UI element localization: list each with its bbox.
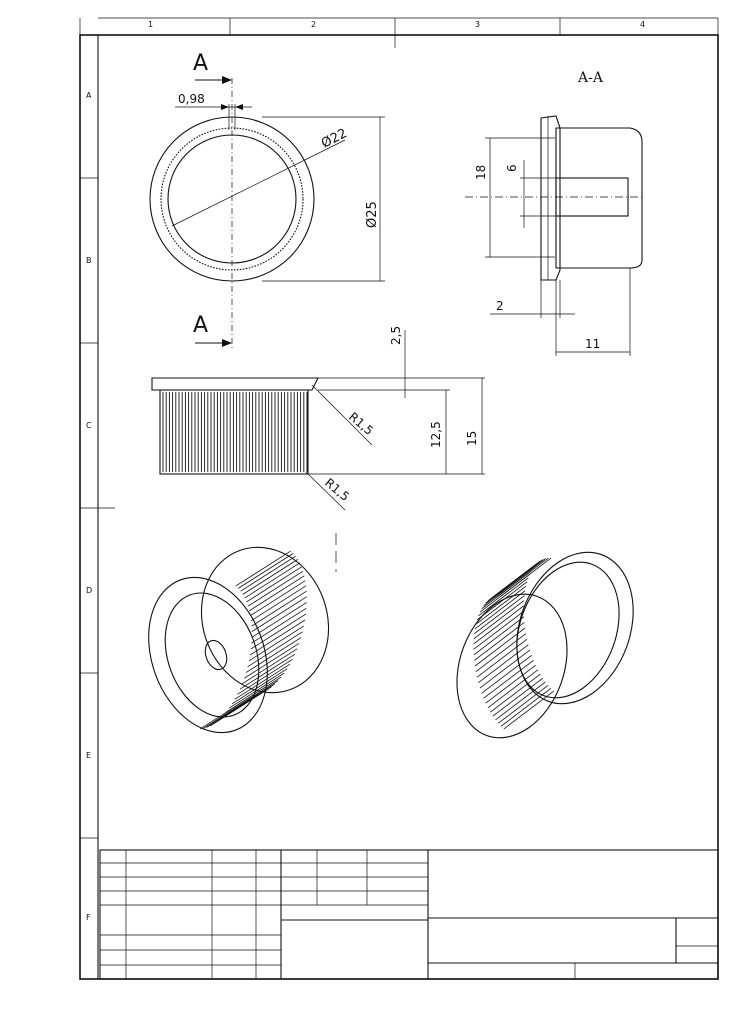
dim-radius-bottom: R1,5 bbox=[322, 476, 352, 504]
knurl-line bbox=[240, 555, 296, 592]
knurl-line bbox=[487, 562, 539, 602]
title-block bbox=[99, 849, 719, 980]
dim-total-length: 15 bbox=[465, 431, 479, 446]
zone-row-e: E bbox=[86, 751, 91, 760]
isometric-view-right bbox=[456, 551, 634, 739]
knurl-line bbox=[473, 605, 524, 645]
zone-row-a: A bbox=[86, 91, 92, 100]
zone-row-c: C bbox=[86, 421, 92, 430]
zone-row-b: B bbox=[86, 256, 92, 265]
column-zone-labels: 1 2 3 4 bbox=[148, 20, 645, 29]
section-title: A-A bbox=[577, 70, 604, 86]
knurl-line bbox=[476, 581, 528, 621]
knurl-line bbox=[487, 669, 539, 709]
knurl-line bbox=[476, 638, 528, 678]
zone-col-2: 2 bbox=[311, 20, 316, 29]
knurl-line bbox=[473, 611, 524, 650]
knurl-line bbox=[473, 600, 525, 640]
dim-inner-diameter: Ø22 bbox=[319, 126, 350, 152]
dim-section-height: 18 bbox=[474, 165, 488, 180]
knurl-line bbox=[251, 607, 307, 644]
dim-knurl-length: 12,5 bbox=[429, 421, 443, 448]
section-mark-bottom: A bbox=[193, 313, 208, 338]
knurl-line bbox=[244, 562, 300, 599]
section-mark-top: A bbox=[193, 51, 208, 76]
knurl-line bbox=[485, 664, 536, 704]
knurl-line bbox=[247, 570, 304, 607]
knurl-line bbox=[474, 627, 526, 667]
row-zone-labels: A B C D E F bbox=[86, 91, 92, 922]
knurl-line bbox=[250, 613, 307, 650]
dim-slot-width: 0,98 bbox=[178, 92, 205, 106]
knurl-line bbox=[251, 596, 307, 633]
knurl-line bbox=[247, 631, 303, 668]
knurl-line bbox=[238, 553, 294, 589]
zone-col-3: 3 bbox=[475, 20, 480, 29]
knurl-line bbox=[249, 575, 305, 612]
knurl-lines bbox=[162, 392, 308, 472]
knurl-line bbox=[250, 585, 307, 622]
front-view: A A 0,98 Ø22 Ø25 bbox=[149, 51, 385, 348]
knurl-line bbox=[199, 693, 256, 730]
knurl-line bbox=[242, 559, 298, 595]
drawing-frame bbox=[79, 17, 719, 980]
knurl-line bbox=[479, 573, 531, 613]
knurl-line bbox=[492, 677, 544, 717]
knurl-line bbox=[478, 577, 529, 617]
zone-col-4: 4 bbox=[640, 20, 645, 29]
knurl-line bbox=[485, 564, 536, 604]
knurl-line bbox=[246, 566, 302, 603]
knurl-line bbox=[500, 688, 552, 727]
knurl-line bbox=[479, 649, 531, 689]
knurl-line bbox=[475, 633, 527, 672]
zone-col-1: 1 bbox=[148, 20, 153, 29]
dim-section-flange: 2 bbox=[496, 299, 504, 313]
knurl-line bbox=[474, 622, 525, 661]
knurl-line bbox=[235, 550, 291, 587]
knurl-line bbox=[503, 690, 554, 730]
knurl-line bbox=[237, 658, 293, 695]
knurl-line bbox=[473, 616, 525, 656]
knurl-line bbox=[243, 642, 300, 679]
knurl-line bbox=[495, 681, 546, 721]
knurl-line bbox=[475, 585, 527, 625]
zone-row-d: D bbox=[86, 586, 92, 595]
knurl-line bbox=[245, 637, 302, 673]
knurl-line bbox=[474, 595, 525, 634]
knurl-line bbox=[478, 644, 529, 683]
dim-section-hole: 6 bbox=[505, 164, 519, 172]
knurl-line bbox=[203, 693, 259, 729]
knurl-line bbox=[250, 580, 306, 617]
knurl-line bbox=[490, 673, 541, 713]
knurl-line bbox=[483, 660, 534, 699]
knurl-line bbox=[483, 567, 534, 606]
knurl-line bbox=[474, 590, 526, 630]
knurl-line bbox=[481, 654, 532, 694]
knurl-line bbox=[249, 619, 306, 656]
zone-row-f: F bbox=[86, 913, 91, 922]
section-view-a-a: A-A 18 6 2 11 bbox=[465, 70, 645, 356]
dim-outer-diameter: Ø25 bbox=[365, 201, 380, 228]
dim-side-flange: 2,5 bbox=[389, 326, 403, 345]
knurl-line bbox=[251, 590, 307, 627]
knurl-line bbox=[234, 663, 291, 700]
knurl-line bbox=[209, 690, 266, 727]
knurl-line bbox=[251, 602, 307, 638]
side-view: 2,5 R1,5 12,5 15 R1,5 bbox=[151, 326, 485, 572]
knurl-line bbox=[241, 648, 298, 685]
knurl-line bbox=[231, 668, 288, 705]
knurl-line bbox=[497, 685, 549, 724]
isometric-view-left bbox=[148, 546, 330, 734]
knurl-line bbox=[481, 570, 532, 609]
knurl-line bbox=[229, 672, 285, 709]
dim-section-length: 11 bbox=[585, 337, 600, 351]
